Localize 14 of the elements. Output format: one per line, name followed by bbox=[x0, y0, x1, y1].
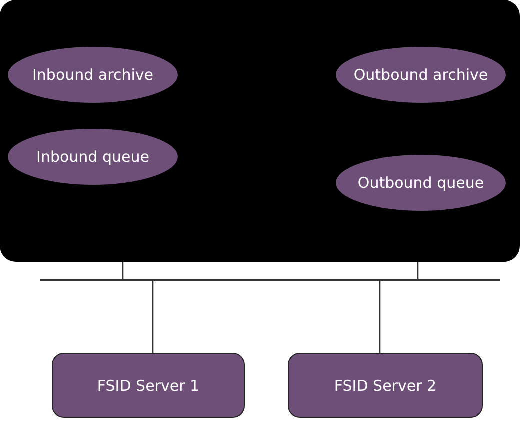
server-box bbox=[288, 353, 483, 418]
connector-line bbox=[417, 262, 419, 279]
connector-line bbox=[122, 262, 124, 279]
node-label: Inbound archive bbox=[32, 66, 154, 84]
connector-line bbox=[379, 281, 381, 353]
node-label: FSID Server 1 bbox=[97, 376, 200, 394]
node-label: Outbound archive bbox=[354, 66, 488, 84]
panel-background bbox=[0, 0, 520, 262]
node-label: FSID Server 2 bbox=[334, 376, 437, 394]
connector-line bbox=[152, 281, 154, 353]
node-label: Outbound queue bbox=[358, 174, 484, 192]
network-bus-line bbox=[40, 279, 500, 281]
server-box bbox=[52, 353, 245, 418]
node-label: Inbound queue bbox=[36, 148, 150, 166]
